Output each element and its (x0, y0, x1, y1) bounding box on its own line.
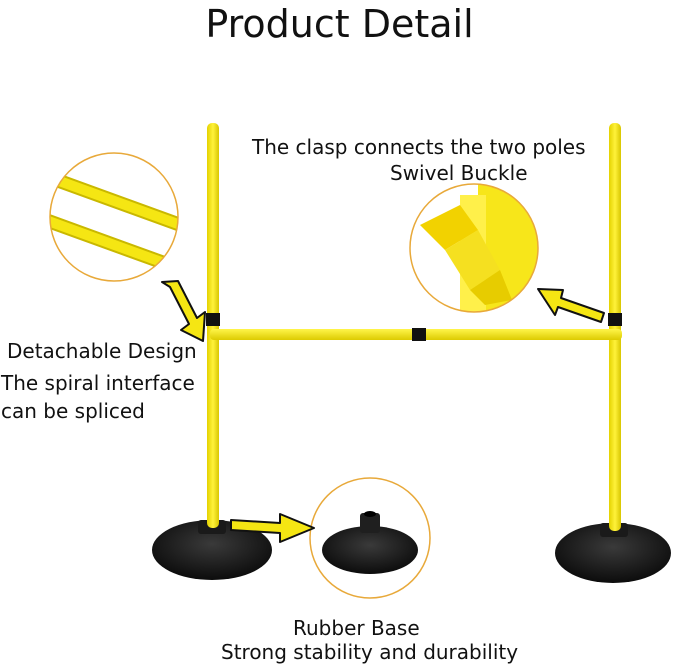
left-pole (206, 123, 220, 528)
spiral-interface-caption: The spiral interface (1, 371, 195, 395)
arrow-to-swivel-callout (537, 288, 605, 323)
swivel-buckle-caption: Swivel Buckle (390, 161, 528, 185)
right-rubber-base (555, 523, 671, 583)
detachable-design-caption: Detachable Design (7, 339, 197, 363)
rubber-base-caption: Rubber Base (293, 616, 420, 640)
left-rubber-base (152, 520, 272, 580)
spliced-caption: can be spliced (1, 399, 145, 423)
right-pole (608, 123, 622, 531)
swivel-buckle-callout (409, 183, 539, 313)
clasp-caption: The clasp connects the two poles (252, 135, 586, 159)
arrow-to-rubber-base-callout (230, 513, 315, 543)
crossbar (210, 328, 622, 341)
arrow-to-detachable-callout (161, 280, 206, 342)
rubber-base-callout (309, 477, 431, 599)
stability-caption: Strong stability and durability (221, 640, 519, 664)
detachable-design-callout (49, 152, 179, 282)
page-title: Product Detail (205, 2, 474, 46)
